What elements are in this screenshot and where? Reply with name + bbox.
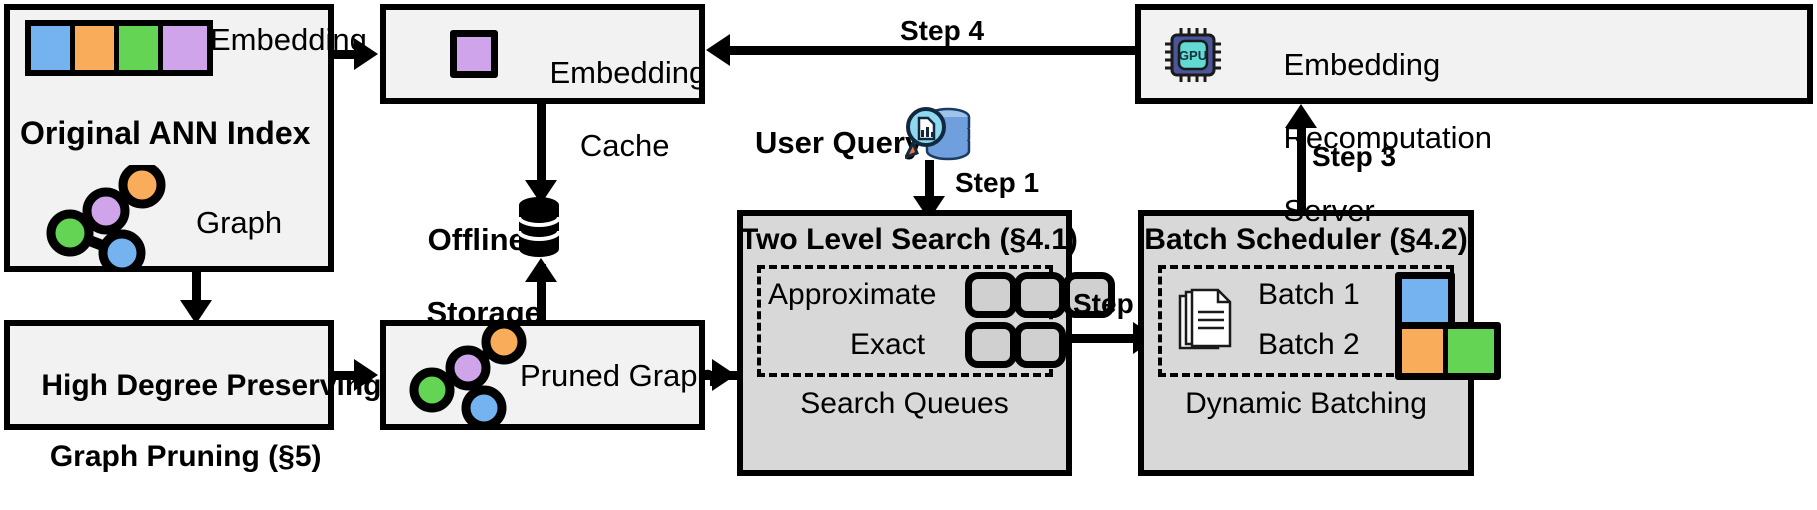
recomputation-server-title-line3: Server bbox=[1283, 192, 1375, 228]
arrow-pruned-to-storage-line bbox=[537, 264, 546, 324]
documents-icon bbox=[1178, 288, 1232, 350]
two-level-search-title: Two Level Search (§4.1) bbox=[740, 223, 1078, 256]
search-queues-dashed-region bbox=[757, 265, 1053, 377]
queue-slot bbox=[1063, 272, 1115, 318]
pruned-graph-label: Pruned Graph bbox=[520, 358, 715, 393]
step3-label: Step 3 bbox=[1312, 141, 1397, 172]
batch-swatch-blue bbox=[1402, 279, 1448, 323]
arrow-pruning-to-pruned-line bbox=[334, 371, 366, 380]
queue-slot bbox=[965, 322, 1017, 368]
recomputation-server-box bbox=[1135, 4, 1813, 104]
exact-row-label: Exact bbox=[850, 328, 926, 361]
arrow-pruned-to-search-head bbox=[712, 359, 736, 391]
batch-swatch-orange bbox=[1402, 329, 1448, 373]
graph-pruning-title-line1: High Degree Preserving bbox=[41, 369, 382, 403]
search-queues-footer: Search Queues bbox=[800, 387, 1009, 420]
arrow-index-to-pruning-line bbox=[192, 272, 201, 312]
arrow-step2-line bbox=[1072, 334, 1157, 343]
magnifier-database-icon bbox=[905, 107, 971, 161]
architecture-diagram: Embedding Original ANN Index Graph Embed… bbox=[4, 4, 1813, 476]
embedding-swatch-orange bbox=[75, 26, 119, 70]
arrow-step4-head bbox=[706, 34, 730, 66]
graph-pruning-title: High Degree Preserving Graph Pruning (§5… bbox=[8, 333, 381, 510]
recomputation-server-title: Embedding Recomputation Server bbox=[1249, 10, 1492, 266]
embedding-cache-title: Embedding Cache bbox=[515, 18, 706, 201]
batch-1-label: Batch 1 bbox=[1258, 278, 1360, 311]
arrow-pruned-to-storage-head bbox=[525, 258, 557, 282]
queue-slot bbox=[965, 272, 1017, 318]
exact-queue-slots bbox=[965, 322, 1066, 368]
approximate-queue-slots bbox=[965, 272, 1115, 318]
arrow-step1-line bbox=[925, 160, 934, 210]
queue-slot bbox=[1014, 322, 1066, 368]
embedding-swatch-blue bbox=[31, 26, 75, 70]
batch-swatch-green bbox=[1448, 329, 1494, 373]
embedding-cache-box bbox=[380, 4, 705, 104]
arrow-index-to-cache-line bbox=[334, 50, 366, 59]
approximate-row-label: Approximate bbox=[768, 278, 937, 311]
graph-pruning-title-line2: Graph Pruning (§5) bbox=[49, 440, 322, 474]
batch-2-swatches bbox=[1395, 322, 1501, 380]
purple-square-icon bbox=[450, 30, 498, 78]
recomputation-server-title-line2: Recomputation bbox=[1283, 119, 1492, 155]
embedding-swatch-strip bbox=[25, 20, 213, 76]
embedding-swatch-green bbox=[119, 26, 163, 70]
batch-scheduler-title: Batch Scheduler (§4.2) bbox=[1144, 223, 1468, 256]
arrow-step3-head bbox=[1285, 104, 1317, 128]
batch-2-label: Batch 2 bbox=[1258, 328, 1360, 361]
embedding-cache-title-line1: Embedding bbox=[549, 54, 707, 90]
database-icon bbox=[517, 197, 561, 257]
arrow-cache-to-storage-line bbox=[537, 104, 546, 188]
offline-storage-label-line1: Offline bbox=[427, 221, 526, 257]
graph-pruning-box bbox=[4, 320, 334, 430]
step1-label: Step 1 bbox=[955, 167, 1040, 198]
original-ann-index-title: Original ANN Index bbox=[20, 115, 311, 151]
gpu-chip-icon: GPU bbox=[1165, 28, 1221, 82]
arrow-index-to-cache-head bbox=[354, 38, 378, 70]
dynamic-batching-footer: Dynamic Batching bbox=[1185, 387, 1427, 420]
arrow-step3-line bbox=[1297, 128, 1306, 210]
recomputation-server-title-line1: Embedding bbox=[1283, 46, 1441, 82]
embedding-cache-title-line2: Cache bbox=[579, 127, 670, 163]
original-index-graph bbox=[46, 165, 166, 270]
embedding-swatch-purple bbox=[163, 26, 207, 70]
arrow-step4-line bbox=[716, 46, 1138, 55]
step4-label: Step 4 bbox=[900, 15, 985, 46]
pruned-graph-drawing bbox=[409, 324, 527, 424]
queue-slot bbox=[1014, 272, 1066, 318]
arrow-pruning-to-pruned-head bbox=[354, 359, 378, 391]
graph-label: Graph bbox=[196, 205, 283, 240]
user-query-label: User Query bbox=[755, 125, 923, 160]
svg-text:GPU: GPU bbox=[1179, 48, 1207, 63]
